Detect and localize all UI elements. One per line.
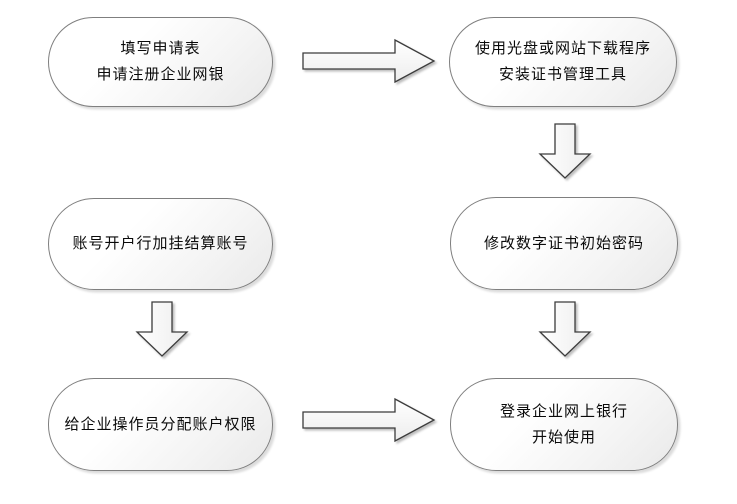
flow-node-change-initial-password: 修改数字证书初始密码 bbox=[450, 197, 678, 290]
node-text-line: 安装证书管理工具 bbox=[498, 67, 627, 83]
node-text-line: 申请注册企业网银 bbox=[96, 67, 225, 83]
node-text-line: 填写申请表 bbox=[120, 41, 201, 57]
arrow-down-icon bbox=[135, 301, 189, 357]
arrow-down-icon bbox=[538, 301, 592, 357]
node-text-line: 修改数字证书初始密码 bbox=[483, 235, 644, 252]
arrow-down-icon bbox=[538, 123, 592, 179]
arrow-right-icon bbox=[302, 397, 436, 443]
node-text-line: 账号开户行加挂结算账号 bbox=[72, 236, 249, 252]
node-text-line: 登录企业网上银行 bbox=[499, 403, 628, 420]
flow-node-assign-account-permissions: 给企业操作员分配账户权限 bbox=[48, 378, 273, 471]
node-text-line: 给企业操作员分配账户权限 bbox=[64, 416, 257, 433]
node-text-line: 使用光盘或网站下载程序 bbox=[474, 41, 651, 57]
flow-node-attach-settlement-account: 账号开户行加挂结算账号 bbox=[48, 198, 273, 290]
node-text-line: 开始使用 bbox=[531, 429, 596, 446]
flow-node-login-start-use: 登录企业网上银行 开始使用 bbox=[450, 378, 678, 471]
arrow-right-icon bbox=[302, 38, 436, 84]
flow-node-install-cert-tool: 使用光盘或网站下载程序 安装证书管理工具 bbox=[449, 17, 677, 107]
flow-node-apply-register: 填写申请表 申请注册企业网银 bbox=[48, 17, 273, 107]
